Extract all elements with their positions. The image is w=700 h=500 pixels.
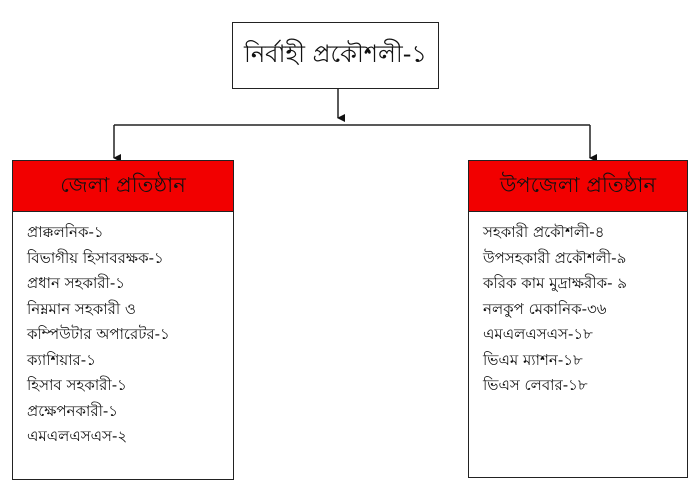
list-item: হিসাব সহকারী-১: [27, 376, 127, 394]
list-item: এমএলএসএস-১৮: [483, 325, 593, 343]
list-item: করিক কাম মুদ্রাক্ষরীক- ৯: [483, 274, 627, 292]
upazila-office-title: উপজেলা প্রতিষ্ঠান: [500, 172, 656, 197]
list-item: প্রক্ষেপনকারী-১: [27, 401, 119, 420]
list-item: সহকারী প্রকৌশলী-৪: [483, 223, 605, 241]
upazila-office-header: উপজেলা প্রতিষ্ঠান: [469, 161, 687, 212]
list-item: ভিএস লেবার-১৮: [483, 376, 588, 394]
executive-engineer-title: নির্বাহী প্রকৌশলী-১: [243, 39, 427, 68]
district-office-box: জেলা প্রতিষ্ঠান প্রাক্কলনিক-১ বিভাগীয় হ…: [12, 160, 234, 480]
list-item: প্রাক্কলনিক-১: [27, 223, 104, 241]
upazila-office-box: উপজেলা প্রতিষ্ঠান সহকারী প্রকৌশলী-৪ উপসহ…: [468, 160, 688, 478]
list-item: এমএলএসএস-২: [27, 427, 128, 445]
list-item: নলকুপ মেকানিক-৩৬: [483, 299, 607, 318]
district-office-header: জেলা প্রতিষ্ঠান: [13, 161, 233, 212]
list-item: নিম্নমান সহকারী ও: [27, 299, 136, 318]
list-item: কম্পিউটার অপারেটর-১: [27, 325, 170, 343]
district-office-title: জেলা প্রতিষ্ঠান: [60, 172, 186, 197]
list-item: প্রধান সহকারী-১: [27, 274, 125, 292]
list-item: ভিএম ম্যাশন-১৮: [483, 350, 583, 369]
district-staff-list: প্রাক্কলনিক-১ বিভাগীয় হিসাবরক্ষক-১ প্রধ…: [13, 212, 233, 450]
upazila-staff-list: সহকারী প্রকৌশলী-৪ উপসহকারী প্রকৌশলী-৯ কর…: [469, 212, 687, 399]
list-item: উপসহকারী প্রকৌশলী-৯: [483, 248, 627, 267]
list-item: ক্যাশিয়ার-১: [27, 350, 96, 369]
list-item: বিভাগীয় হিসাবরক্ষক-১: [27, 248, 164, 267]
executive-engineer-box: নির্বাহী প্রকৌশলী-১: [232, 22, 439, 89]
